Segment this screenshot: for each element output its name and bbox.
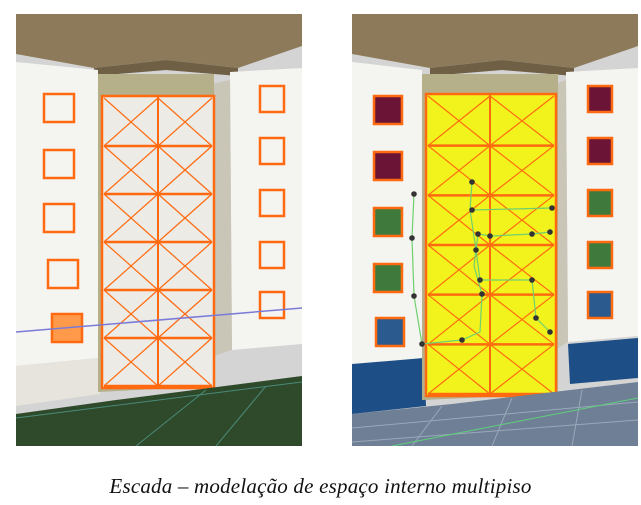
roof-edge	[430, 60, 574, 76]
flight-line	[103, 145, 159, 195]
left-model-view[interactable]	[16, 14, 302, 446]
path-node	[479, 291, 485, 297]
right-wing-base	[568, 338, 638, 384]
path-node	[475, 231, 481, 237]
stair-flights	[103, 97, 213, 388]
flight-line	[427, 343, 491, 395]
ground-grid	[352, 389, 638, 446]
ground-guide-line	[16, 307, 302, 333]
path-node	[411, 293, 417, 299]
path-node	[411, 191, 417, 197]
path-node	[473, 247, 479, 253]
right-wing-side	[556, 80, 568, 348]
flight-line	[427, 95, 491, 147]
flight-line	[427, 145, 491, 196]
path-node	[459, 337, 465, 343]
left-wing-windows	[372, 94, 406, 348]
right-wing-side	[212, 80, 232, 356]
flight-line	[157, 97, 213, 147]
flight-line	[427, 294, 491, 345]
figure-caption: Escada – modelação de espaço interno mul…	[109, 474, 532, 498]
path-node	[529, 277, 535, 283]
flight-line	[103, 241, 159, 291]
flight-line	[103, 289, 159, 339]
roof	[352, 14, 638, 68]
left-wing-windows	[42, 92, 84, 344]
flight-line	[157, 193, 213, 243]
path-node	[487, 233, 493, 239]
path-nodes	[409, 179, 555, 347]
flight-line	[157, 241, 213, 291]
ground-edge	[16, 381, 302, 419]
flight-line	[157, 337, 213, 387]
flight-line	[427, 194, 491, 246]
left-view-canvas	[16, 14, 302, 446]
flight-line	[489, 145, 555, 196]
left-wing-base	[352, 358, 426, 414]
path-node	[547, 229, 553, 235]
ground-guide-line	[391, 397, 638, 446]
roof	[16, 14, 302, 68]
path-node	[529, 231, 535, 237]
flight-line	[427, 244, 491, 296]
right-wing-windows	[586, 84, 614, 320]
flight-line	[103, 97, 159, 147]
flight-line	[103, 193, 159, 243]
roof-edge	[94, 60, 238, 76]
path-node	[419, 341, 425, 347]
path-node	[409, 235, 415, 241]
path-node	[547, 329, 553, 335]
right-wing-windows	[258, 84, 286, 320]
left-wing-base	[16, 358, 100, 406]
path-node	[549, 205, 555, 211]
path-node	[469, 179, 475, 185]
path-node	[469, 207, 475, 213]
flight-line	[489, 194, 555, 246]
flight-line	[489, 244, 555, 296]
right-model-view[interactable]	[352, 14, 638, 446]
flight-line	[103, 337, 159, 387]
flight-line	[489, 95, 555, 147]
flight-line	[157, 289, 213, 339]
flight-line	[489, 294, 555, 345]
right-view-canvas	[352, 14, 638, 446]
path-node	[477, 277, 483, 283]
flight-line	[157, 145, 213, 195]
flight-line	[489, 343, 555, 395]
path-node	[533, 315, 539, 321]
